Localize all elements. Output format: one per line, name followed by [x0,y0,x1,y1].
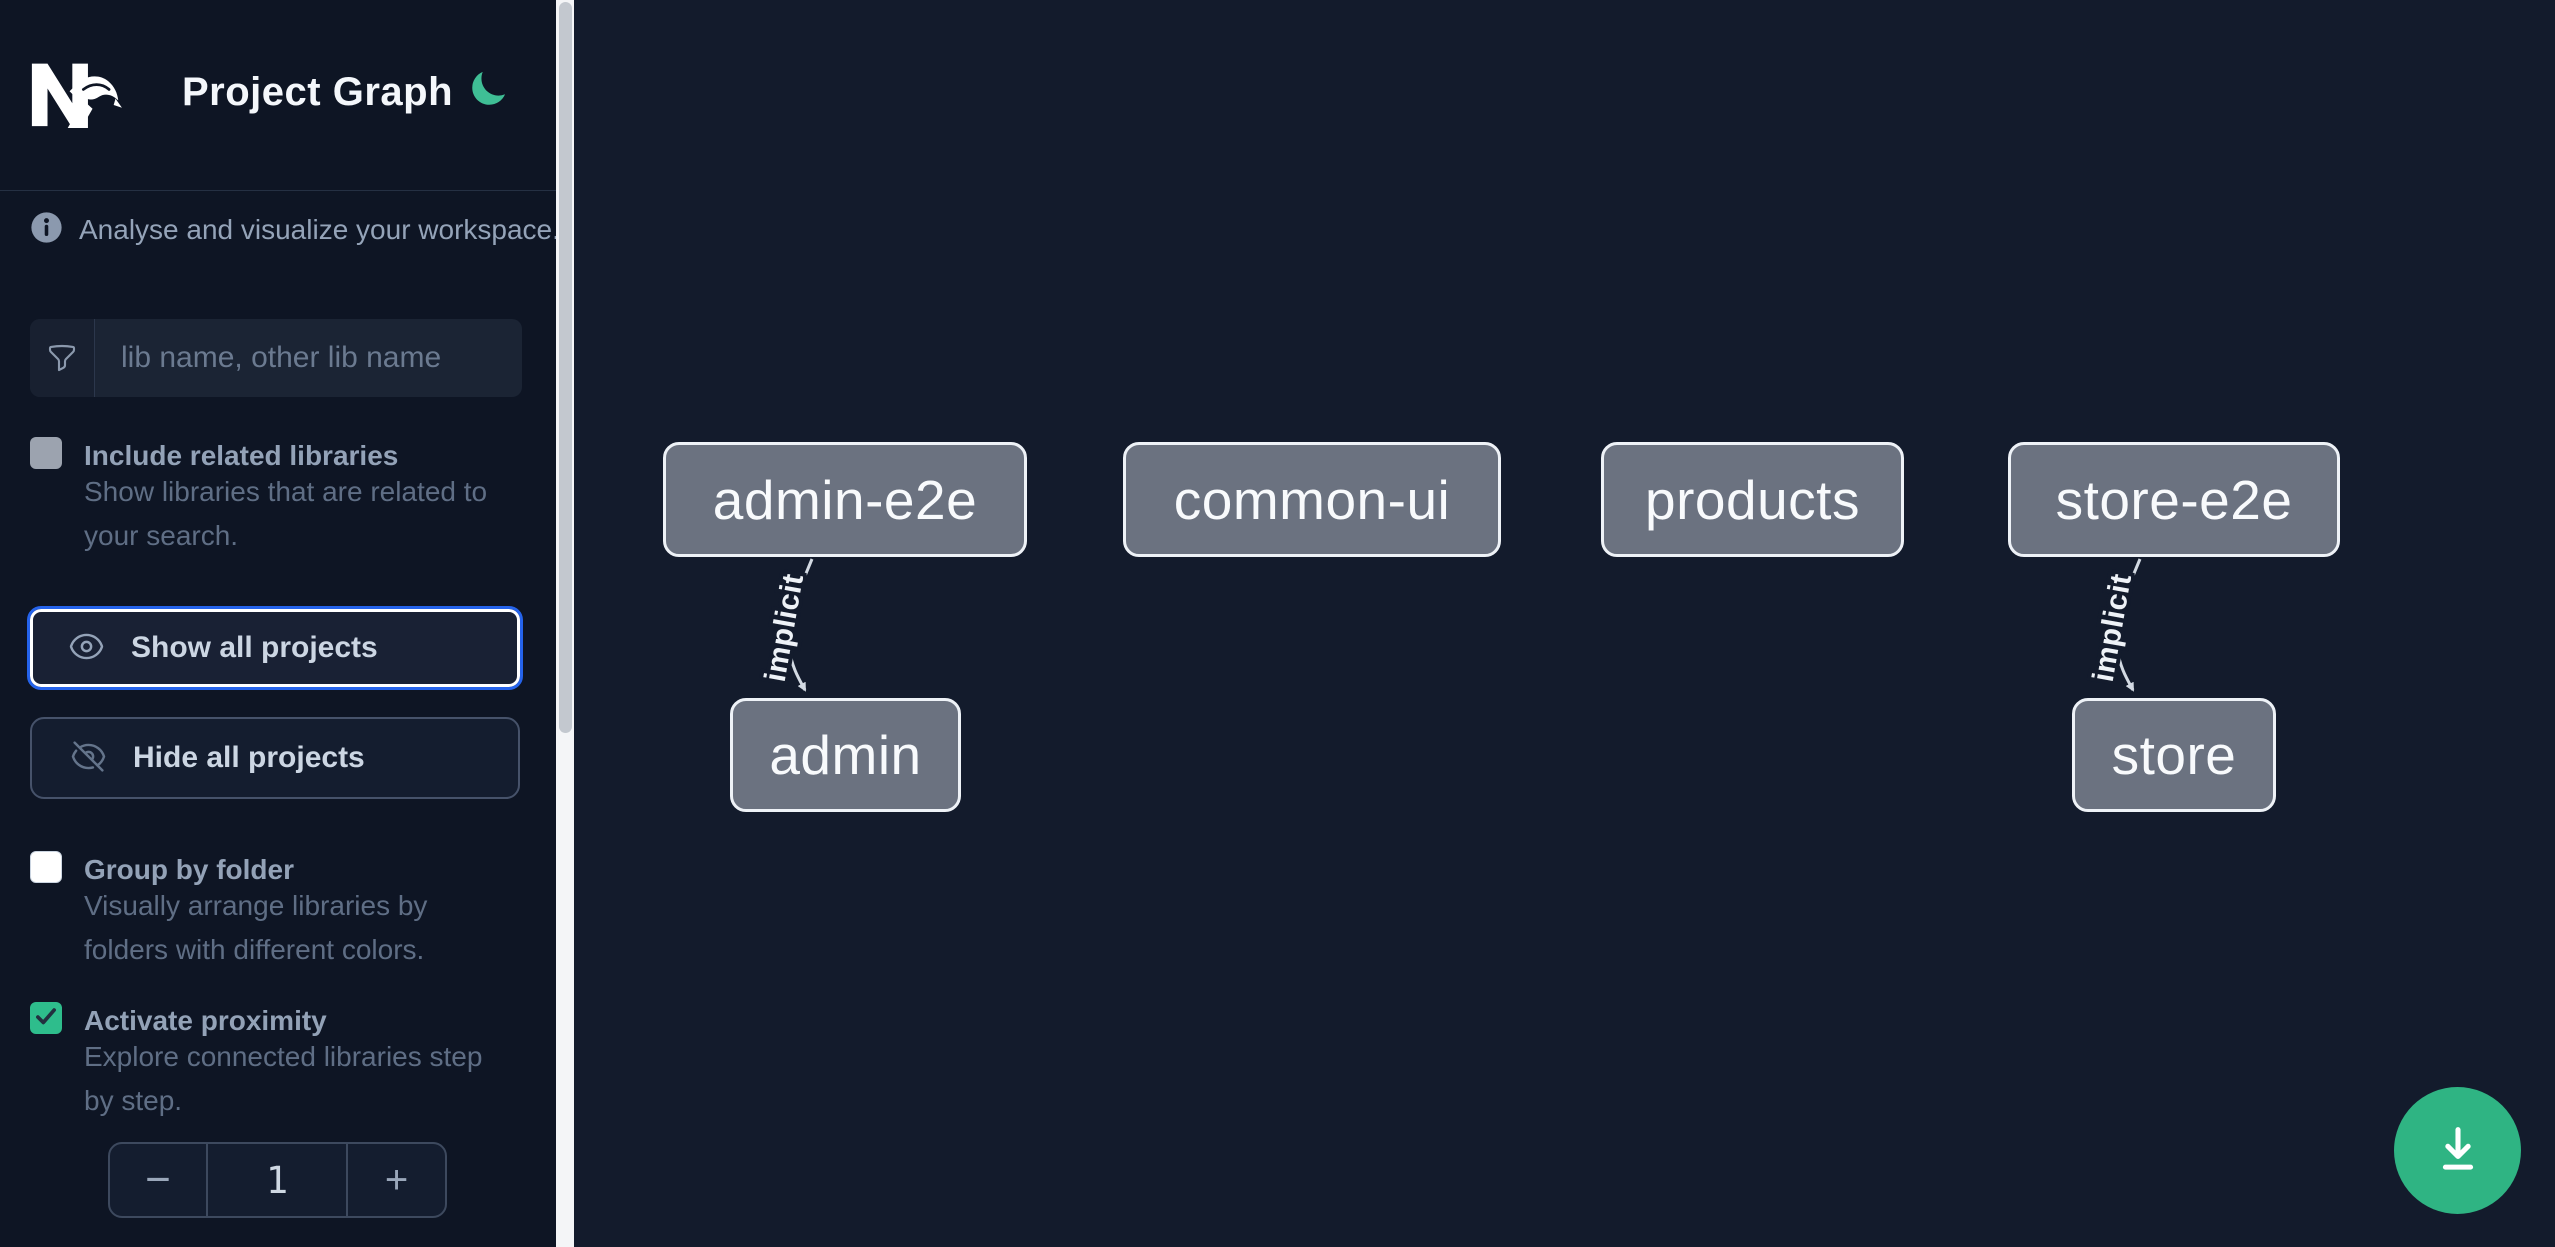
proximity-increase-button[interactable]: + [346,1144,445,1216]
tagline-row: Analyse and visualize your workspace. [30,211,560,249]
hide-all-projects-button[interactable]: Hide all projects [30,717,520,799]
check-icon [33,1003,59,1034]
tagline-text: Analyse and visualize your workspace. [79,214,560,245]
eye-icon [68,628,105,668]
activate-proximity-description: Explore connected libraries step by step… [84,1041,483,1116]
graph-node-common-ui[interactable]: common-ui [1123,442,1501,557]
nx-logo [27,60,125,128]
funnel-icon [30,319,95,397]
group-by-folder-description: Visually arrange libraries by folders wi… [84,890,428,965]
page-title: Project Graph [182,70,454,114]
group-by-folder-label[interactable]: Group by folder [84,854,294,885]
proximity-stepper: − 1 + [108,1142,447,1218]
graph-canvas[interactable] [574,0,2555,1247]
moon-icon [467,71,509,113]
header-divider [0,190,556,191]
search-box [30,319,522,397]
sidebar-scrollbar-thumb[interactable] [558,2,572,733]
download-image-button[interactable] [2394,1087,2521,1214]
include-related-checkbox[interactable] [30,437,62,469]
show-all-projects-button[interactable]: Show all projects [27,606,523,690]
eye-slash-icon [70,738,107,778]
sidebar: Project Graph Analyse and visualize your… [0,0,560,1247]
proximity-decrease-button[interactable]: − [110,1144,208,1216]
download-icon [2429,1120,2487,1181]
theme-toggle-button[interactable] [466,68,510,112]
hide-all-projects-label: Hide all projects [133,741,365,774]
include-related-label[interactable]: Include related libraries [84,440,399,471]
group-by-folder-checkbox[interactable] [30,851,62,883]
activate-proximity-checkbox[interactable] [30,1002,62,1034]
show-all-projects-label: Show all projects [131,631,378,664]
proximity-value: 1 [265,1158,289,1202]
sidebar-scrollbar-track[interactable] [556,0,574,1247]
graph-node-store[interactable]: store [2072,698,2276,812]
graph-node-admin[interactable]: admin [730,698,961,812]
activate-proximity-label[interactable]: Activate proximity [84,1005,327,1036]
graph-node-store-e2e[interactable]: store-e2e [2008,442,2340,557]
search-input[interactable] [95,319,522,397]
graph-node-admin-e2e[interactable]: admin-e2e [663,442,1027,557]
info-icon [30,211,63,249]
graph-node-products[interactable]: products [1601,442,1904,557]
include-related-description: Show libraries that are related to your … [84,476,488,551]
